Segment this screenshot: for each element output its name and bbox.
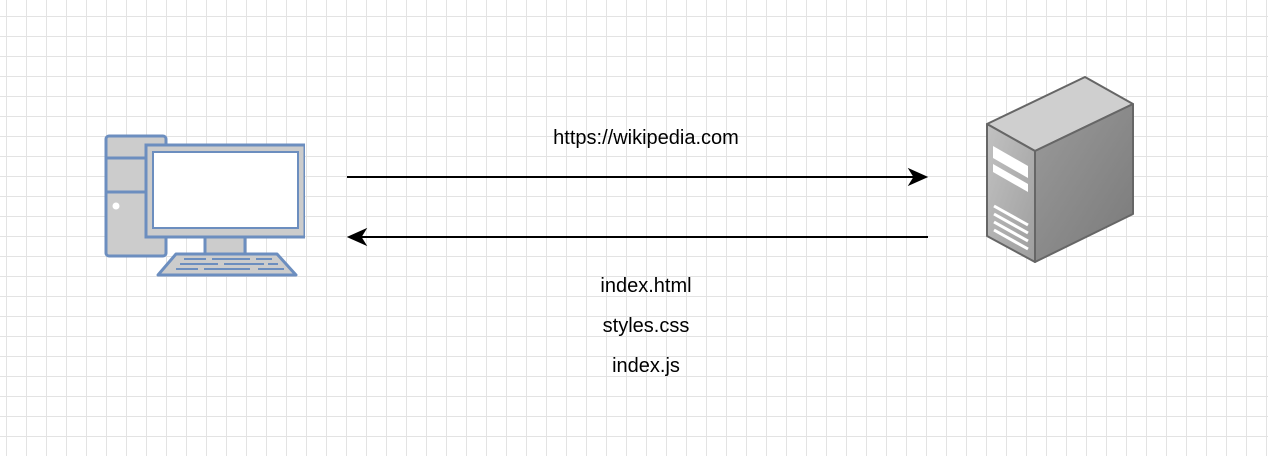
request-url-label: https://wikipedia.com bbox=[553, 127, 739, 149]
response-arrow bbox=[346, 227, 928, 247]
desktop-computer-icon bbox=[104, 134, 305, 277]
response-file-label: styles.css bbox=[602, 315, 690, 337]
response-file-label: index.html bbox=[600, 275, 692, 297]
response-file-label: index.js bbox=[612, 355, 680, 377]
request-arrow bbox=[347, 167, 929, 187]
server-tower-icon bbox=[986, 76, 1134, 263]
